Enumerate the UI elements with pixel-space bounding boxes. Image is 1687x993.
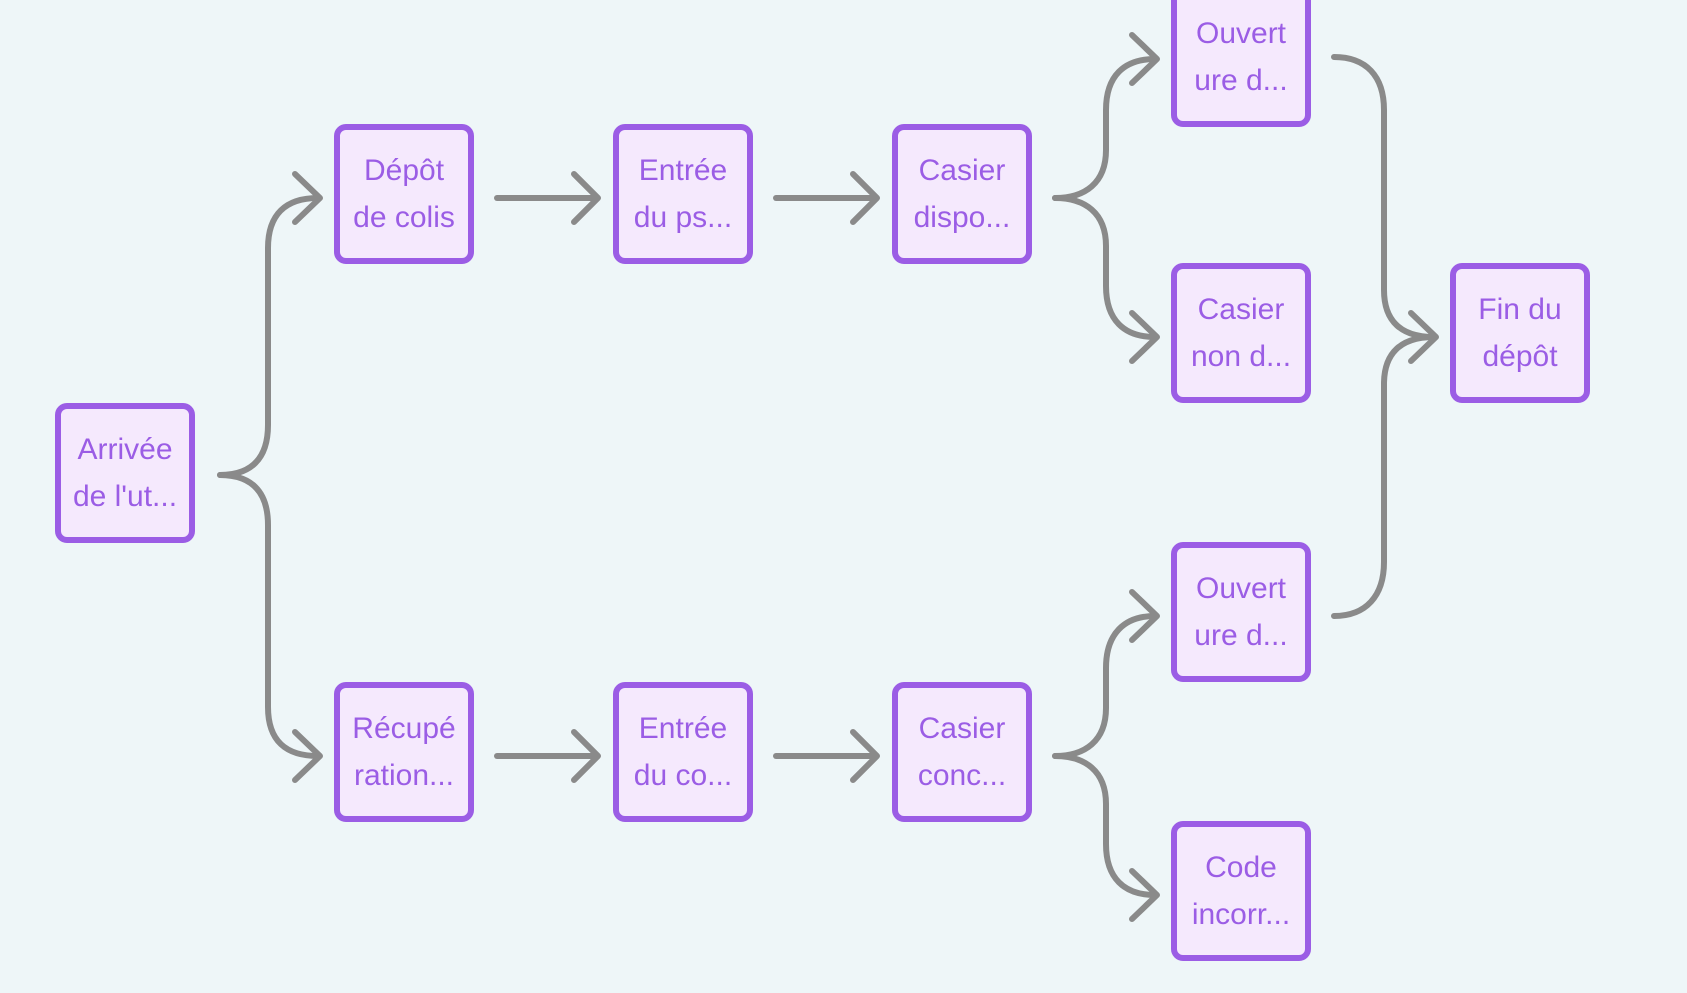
node-label: Ouvert [1195, 17, 1287, 50]
node-casier-conc[interactable]: Casier conc... [892, 682, 1032, 822]
node-label: dépôt [1482, 340, 1558, 373]
node-code-incorrect[interactable]: Code incorr... [1171, 821, 1311, 961]
arrowhead [850, 729, 880, 783]
node-label: conc... [917, 759, 1007, 792]
edge-ouverture-1-fin-depot [1331, 54, 1437, 340]
node-label: Entrée [638, 712, 728, 745]
edge-arrivee-depot [217, 195, 321, 478]
arrowhead [1129, 589, 1160, 643]
node-entree-co[interactable]: Entrée du co... [613, 682, 753, 822]
arrowhead [1129, 310, 1160, 364]
node-label: Ouvert [1195, 572, 1287, 605]
node-label: Casier [1197, 293, 1285, 326]
node-label: incorr... [1191, 898, 1291, 931]
node-entree-ps[interactable]: Entrée du ps... [613, 124, 753, 264]
arrowhead [850, 171, 880, 225]
node-label: ure d... [1194, 64, 1288, 97]
arrowhead [571, 729, 601, 783]
edge-ouverture-2-fin-depot [1331, 334, 1437, 619]
node-casier-dispo[interactable]: Casier dispo... [892, 124, 1032, 264]
node-label: ure d... [1194, 619, 1288, 652]
node-label: Casier [918, 712, 1006, 745]
node-label: Récupé [352, 712, 456, 745]
node-casier-non[interactable]: Casier non d... [1171, 263, 1311, 403]
node-label: Entrée [638, 154, 728, 187]
node-label: de l'ut... [72, 480, 178, 513]
arrowhead [1408, 310, 1439, 364]
node-depot[interactable]: Dépôt de colis [334, 124, 474, 264]
arrowhead [292, 171, 323, 225]
node-label: non d... [1190, 340, 1292, 373]
node-recuperation[interactable]: Récupé ration... [334, 682, 474, 822]
edge-casier-conc-ouverture-2 [1052, 613, 1158, 759]
node-fin-depot[interactable]: Fin du dépôt [1450, 263, 1590, 403]
node-label: Arrivée [77, 433, 173, 466]
node-arrivee[interactable]: Arrivée de l'ut... [55, 403, 195, 543]
arrowhead [1129, 868, 1160, 922]
node-label: Code [1205, 851, 1277, 884]
node-ouverture-1[interactable]: Ouvert ure d... [1171, 0, 1311, 127]
node-ouverture-2[interactable]: Ouvert ure d... [1171, 542, 1311, 682]
node-label: Casier [918, 154, 1006, 187]
edge-casier-dispo-casier-non [1052, 195, 1158, 340]
arrowhead [1129, 32, 1160, 86]
node-label: du ps... [633, 201, 733, 234]
node-label: de colis [353, 201, 455, 234]
edge-casier-dispo-ouverture-1 [1052, 56, 1158, 201]
node-label: du co... [633, 759, 733, 792]
node-label: ration... [353, 759, 455, 792]
arrowhead [571, 171, 601, 225]
arrowhead [292, 729, 323, 783]
node-label: Dépôt [363, 154, 445, 187]
node-label: Fin du [1478, 293, 1562, 326]
node-label: dispo... [913, 201, 1011, 234]
edge-casier-conc-code-incorrect [1052, 753, 1158, 898]
edge-arrivee-recuperation [217, 472, 321, 759]
